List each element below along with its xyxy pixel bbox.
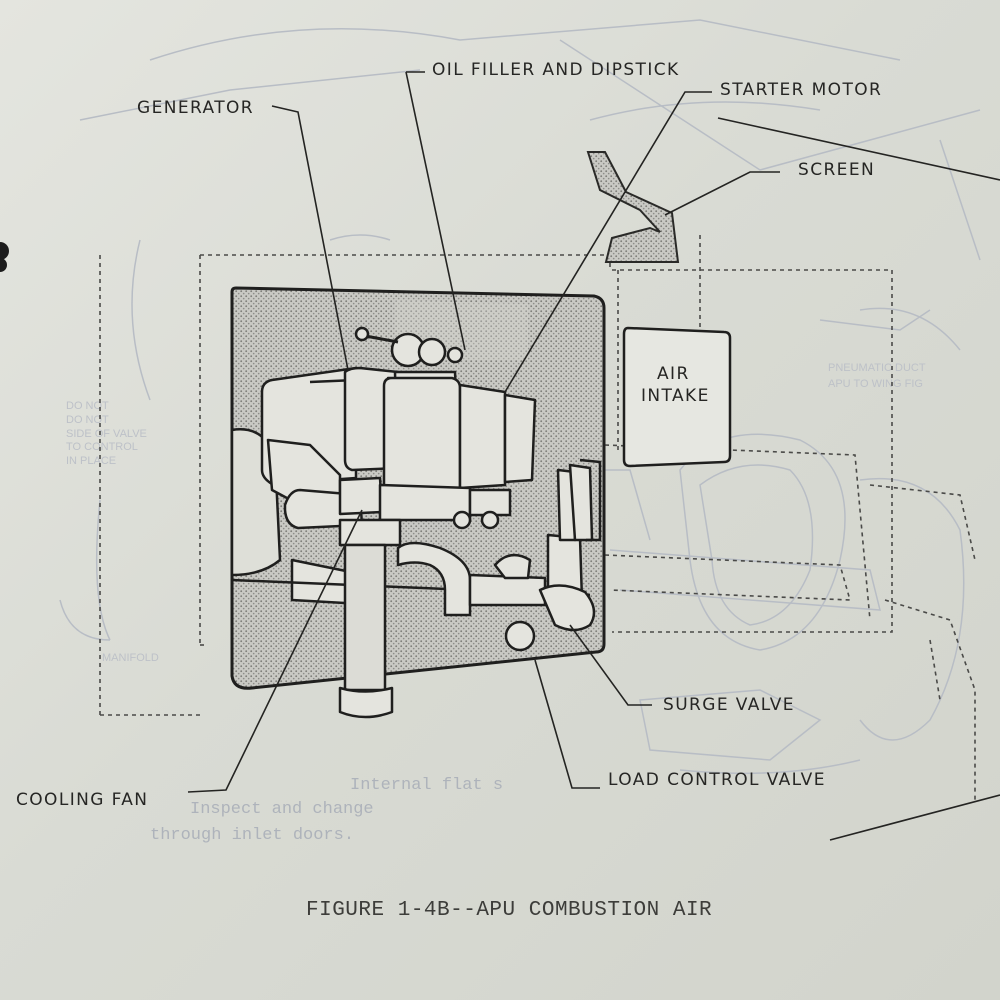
binder-hole-top: [0, 242, 9, 260]
bleed-note-2: Inspect and change: [190, 800, 374, 819]
screen-part: [586, 151, 680, 263]
leader-load-control: [534, 659, 600, 789]
binder-hole-bottom: [0, 258, 7, 272]
bleed-note-3: through inlet doors.: [150, 826, 355, 845]
bleed-manifold: MANIFOLD: [102, 652, 159, 664]
leader-bottom-right: [829, 794, 1000, 841]
leader-screen: [664, 171, 780, 216]
leader-top-right: [717, 117, 1000, 181]
label-starter-motor: STARTER MOTOR: [720, 80, 883, 100]
label-air: AIR: [657, 364, 690, 384]
leader-lines: [187, 71, 1000, 841]
air-intake-box: [622, 326, 732, 468]
bleed-note-1: Internal flat s: [350, 776, 504, 795]
leader-generator: [271, 105, 349, 371]
figure-caption: FIGURE 1-4B--APU COMBUSTION AIR: [306, 899, 713, 922]
label-cooling-fan: COOLING FAN: [16, 790, 149, 810]
label-surge-valve: SURGE VALVE: [663, 695, 795, 715]
bleed-through-drawing: [59, 19, 981, 775]
leader-oil-filler: [405, 71, 466, 351]
label-oil-filler: OIL FILLER AND DIPSTICK: [432, 60, 680, 80]
label-load-control-valve: LOAD CONTROL VALVE: [608, 770, 826, 790]
bleed-left-note: DO NOT DO NOT SIDE OF VALVE TO CONTROL I…: [66, 400, 147, 467]
bleed-pneumatic-2: APU TO WING FIG: [828, 378, 923, 390]
leader-surge-valve: [569, 624, 652, 706]
apu-engine: [230, 326, 602, 719]
label-generator: GENERATOR: [137, 98, 254, 118]
leader-starter-motor: [504, 91, 712, 393]
bleed-pneumatic-1: PNEUMATIC DUCT: [828, 362, 926, 374]
leader-cooling-fan: [187, 509, 363, 793]
label-intake: INTAKE: [641, 386, 710, 406]
label-screen: SCREEN: [798, 160, 876, 180]
